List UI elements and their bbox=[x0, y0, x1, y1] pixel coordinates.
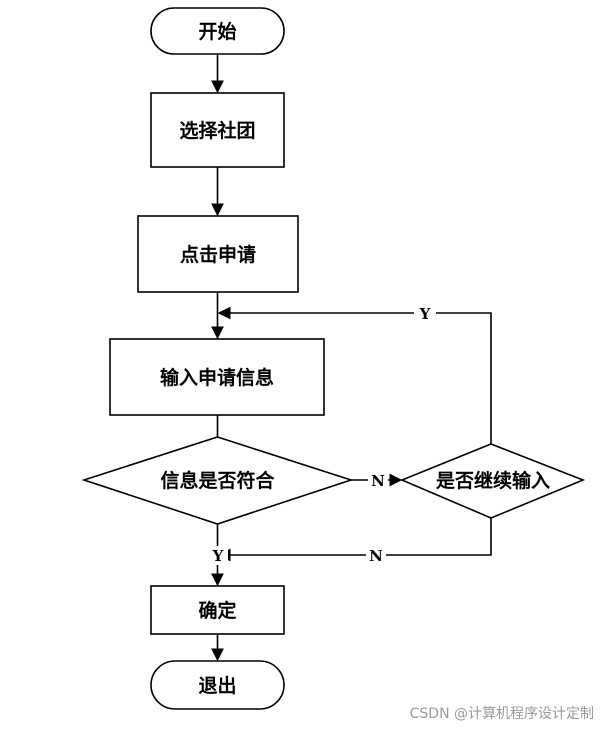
select-club-label: 选择社团 bbox=[179, 119, 255, 142]
confirm-label: 确定 bbox=[198, 599, 236, 622]
watermark: CSDN @计算机程序设计定制 bbox=[410, 706, 594, 722]
edge-continue-yes-loop bbox=[217, 306, 492, 444]
info-match-label: 信息是否符合 bbox=[160, 469, 275, 492]
exit-label: 退出 bbox=[198, 674, 236, 697]
input-info-label: 输入申请信息 bbox=[160, 366, 274, 389]
continue-input-decision: 是否继续输入 bbox=[399, 443, 586, 519]
start-node: 开始 bbox=[150, 7, 285, 55]
select-club-node: 选择社团 bbox=[150, 92, 285, 168]
click-apply-label: 点击申请 bbox=[180, 243, 256, 266]
match-no-label: N bbox=[371, 472, 385, 490]
click-apply-node: 点击申请 bbox=[137, 215, 299, 293]
continue-no-label: N bbox=[369, 547, 383, 565]
continue-yes-label: Y bbox=[419, 305, 431, 323]
start-label: 开始 bbox=[198, 20, 236, 43]
continue-input-label: 是否继续输入 bbox=[436, 469, 550, 492]
input-info-node: 输入申请信息 bbox=[109, 338, 325, 416]
edge-continue-no bbox=[217, 518, 492, 562]
match-yes-label: Y bbox=[212, 547, 224, 565]
info-match-decision: 信息是否符合 bbox=[81, 436, 354, 525]
confirm-node: 确定 bbox=[150, 585, 285, 635]
exit-node: 退出 bbox=[150, 660, 285, 710]
